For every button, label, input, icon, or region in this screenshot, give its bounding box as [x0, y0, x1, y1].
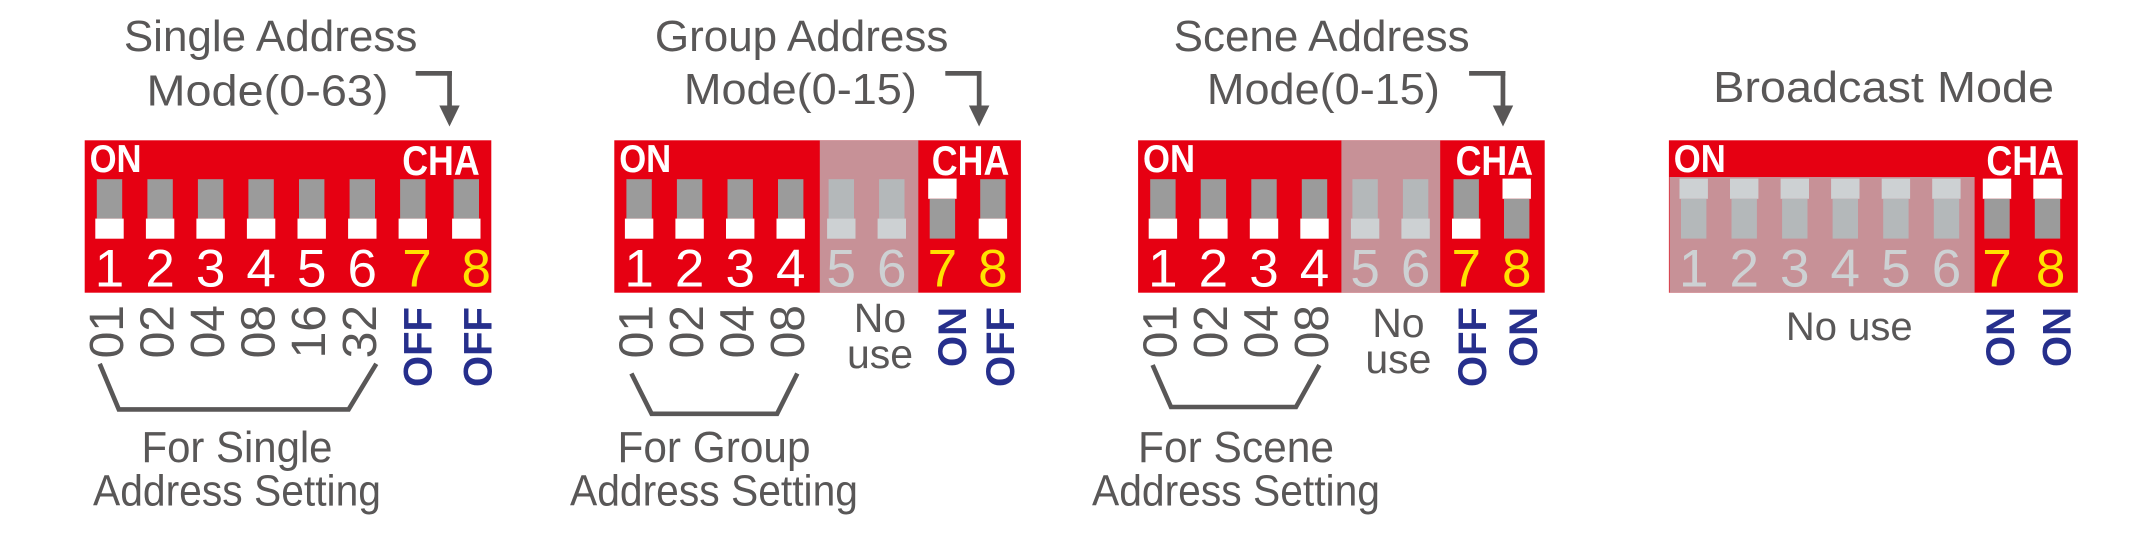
svg-text:ON: ON: [1674, 138, 1726, 181]
svg-text:8: 8: [1502, 240, 1531, 299]
svg-text:01: 01: [1134, 305, 1187, 358]
svg-text:ON: ON: [90, 138, 142, 181]
svg-text:2: 2: [1199, 240, 1228, 299]
svg-text:8: 8: [2036, 240, 2065, 299]
svg-text:1: 1: [1148, 240, 1177, 299]
svg-text:OFF: OFF: [457, 307, 501, 387]
svg-text:CHA: CHA: [402, 137, 480, 184]
svg-text:7: 7: [928, 240, 957, 299]
svg-text:ON: ON: [619, 138, 671, 181]
svg-text:8: 8: [978, 240, 1007, 299]
svg-text:Mode(0-63): Mode(0-63): [147, 67, 389, 116]
svg-text:7: 7: [402, 240, 431, 299]
svg-text:4: 4: [246, 240, 275, 299]
svg-text:01: 01: [81, 305, 134, 358]
svg-text:CHA: CHA: [1986, 137, 2063, 184]
svg-text:For Single: For Single: [142, 423, 333, 472]
svg-text:ON: ON: [931, 307, 975, 367]
svg-text:2: 2: [675, 240, 704, 299]
svg-text:7: 7: [1982, 240, 2011, 299]
svg-text:1: 1: [624, 240, 653, 299]
svg-text:OFF: OFF: [397, 307, 441, 387]
svg-text:02: 02: [1185, 305, 1238, 358]
svg-text:CHA: CHA: [1456, 137, 1534, 184]
svg-text:ON: ON: [1979, 307, 2023, 367]
svg-text:For Scene: For Scene: [1138, 423, 1334, 472]
svg-text:ON: ON: [1502, 307, 1546, 367]
svg-text:Address Setting: Address Setting: [1092, 467, 1380, 516]
svg-text:Group Address: Group Address: [655, 12, 949, 61]
svg-text:4: 4: [776, 240, 805, 299]
svg-text:CHA: CHA: [932, 137, 1010, 184]
svg-text:OFF: OFF: [979, 307, 1023, 387]
svg-text:ON: ON: [1143, 138, 1195, 181]
svg-text:08: 08: [233, 305, 286, 358]
svg-text:3: 3: [1249, 240, 1278, 299]
svg-text:08: 08: [1286, 305, 1339, 358]
svg-text:8: 8: [461, 240, 490, 299]
svg-text:04: 04: [182, 305, 235, 358]
svg-text:OFF: OFF: [1451, 307, 1495, 387]
svg-text:use: use: [1365, 336, 1431, 382]
svg-text:1: 1: [95, 240, 124, 299]
svg-text:Mode(0-15): Mode(0-15): [1207, 65, 1440, 114]
svg-text:7: 7: [1451, 240, 1480, 299]
svg-text:No use: No use: [1786, 305, 1913, 349]
svg-text:02: 02: [661, 305, 714, 358]
svg-text:Scene Address: Scene Address: [1174, 12, 1470, 61]
svg-text:ON: ON: [2035, 307, 2079, 367]
svg-text:Address Setting: Address Setting: [570, 467, 858, 516]
svg-text:08: 08: [762, 305, 815, 358]
svg-text:No: No: [854, 295, 906, 341]
svg-text:01: 01: [611, 305, 664, 358]
svg-text:4: 4: [1300, 240, 1329, 299]
svg-text:32: 32: [334, 305, 387, 358]
svg-text:02: 02: [132, 305, 185, 358]
svg-text:Mode(0-15): Mode(0-15): [684, 65, 917, 114]
svg-text:5: 5: [297, 240, 326, 299]
svg-text:Address Setting: Address Setting: [93, 467, 381, 516]
svg-text:04: 04: [712, 305, 765, 358]
svg-text:No: No: [1372, 300, 1424, 346]
svg-text:use: use: [847, 331, 913, 377]
svg-text:3: 3: [196, 240, 225, 299]
svg-text:04: 04: [1236, 305, 1289, 358]
svg-text:3: 3: [725, 240, 754, 299]
svg-text:16: 16: [283, 305, 336, 358]
svg-text:Broadcast Mode: Broadcast Mode: [1713, 63, 2054, 112]
svg-text:6: 6: [347, 240, 376, 299]
svg-text:For Group: For Group: [618, 423, 811, 472]
svg-text:2: 2: [145, 240, 174, 299]
svg-text:Single Address: Single Address: [124, 12, 418, 61]
